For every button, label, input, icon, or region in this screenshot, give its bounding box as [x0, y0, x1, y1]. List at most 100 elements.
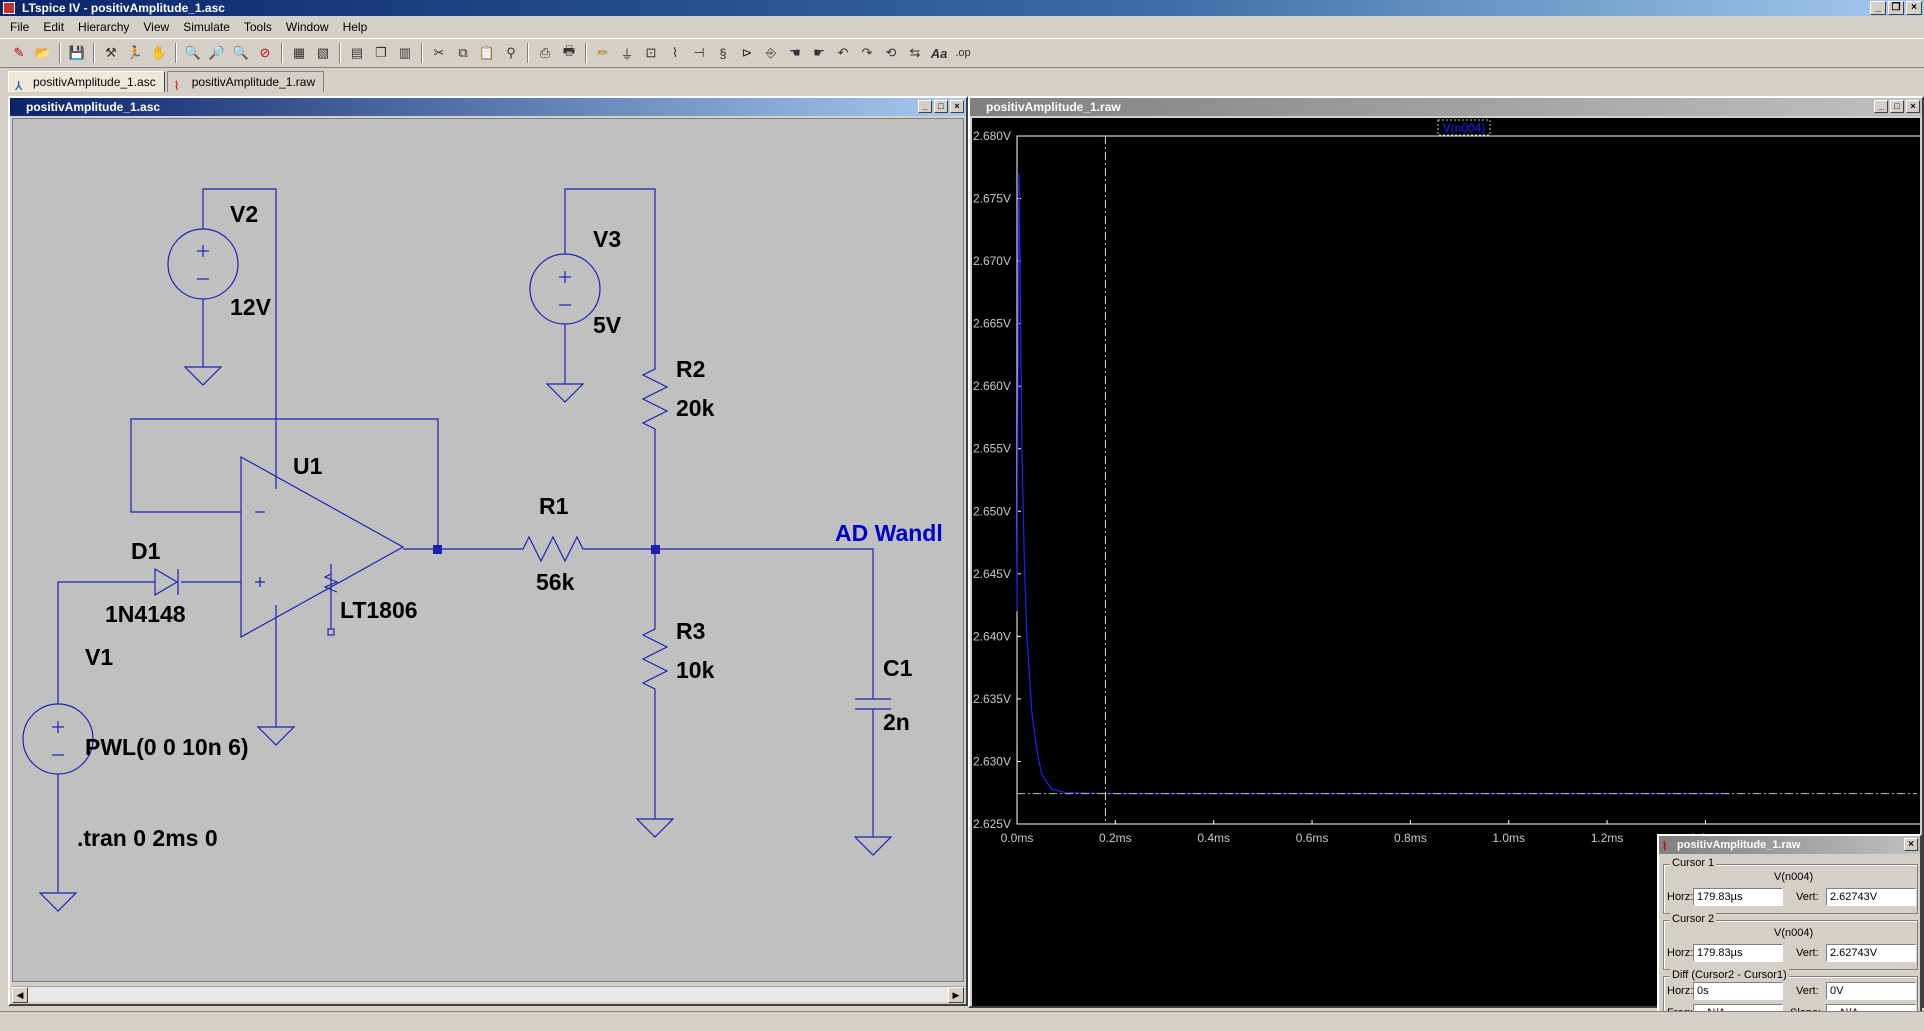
undo-icon[interactable]: ↶ [837, 45, 849, 60]
u1-name[interactable]: U1 [293, 453, 323, 479]
v3-name[interactable]: V3 [593, 226, 621, 252]
inductor-icon[interactable]: § [719, 45, 727, 61]
voltage-source-v3[interactable] [529, 253, 601, 325]
voltage-source-v2[interactable] [167, 228, 239, 300]
tile-horizontal-icon[interactable]: ▤ [350, 45, 364, 60]
autoscale-icon[interactable]: ▦ [292, 45, 306, 60]
v1-value[interactable]: PWL(0 0 10n 6) [85, 734, 249, 760]
zoom-out-icon[interactable]: 🔍 [232, 45, 250, 60]
close-button[interactable]: × [1906, 1, 1922, 15]
r2-value[interactable]: 20k [676, 395, 715, 421]
menu-hierarchy[interactable]: Hierarchy [78, 20, 130, 34]
waveform-close-button[interactable]: × [1906, 100, 1920, 113]
net-label-ad-wandl[interactable]: AD Wandl [835, 520, 943, 546]
waveform-maximize-button[interactable]: □ [1890, 100, 1904, 113]
copy-icon[interactable]: ⧉ [458, 45, 468, 60]
spice-directive-icon[interactable]: .op [955, 47, 971, 59]
c1-value[interactable]: 2n [883, 709, 910, 735]
schematic-window-titlebar[interactable]: positivAmplitude_1.asc _ □ × [10, 98, 966, 116]
resistor-r1[interactable] [513, 535, 655, 563]
tab-schematic[interactable]: ⅄ positivAmplitude_1.asc [8, 71, 165, 93]
r3-name[interactable]: R3 [676, 618, 705, 644]
menu-help[interactable]: Help [342, 20, 368, 34]
u1-value[interactable]: LT1806 [340, 597, 418, 623]
component-icon[interactable]: ⎆ [765, 45, 777, 60]
tab-waveform[interactable]: ⌇ positivAmplitude_1.raw [166, 71, 325, 93]
paste-icon[interactable]: 📋 [478, 45, 496, 60]
net-label-icon[interactable]: ⊡ [645, 45, 657, 60]
schematic-close-button[interactable]: × [950, 100, 964, 113]
v2-name[interactable]: V2 [230, 201, 258, 227]
minimize-button[interactable]: _ [1870, 1, 1886, 15]
trace-label[interactable]: V(n004) [1443, 121, 1486, 135]
open-folder-icon[interactable]: 📂 [34, 45, 52, 60]
cursor2-horz-field[interactable]: 179.83µs [1693, 944, 1783, 962]
c1-name[interactable]: C1 [883, 655, 913, 681]
scroll-left-icon[interactable]: ◀ [12, 987, 28, 1003]
text-icon[interactable]: Aa [930, 45, 948, 61]
menu-simulate[interactable]: Simulate [183, 20, 230, 34]
draw-wire-icon[interactable]: ✏ [597, 45, 609, 60]
menu-tools[interactable]: Tools [243, 20, 272, 34]
v1-name[interactable]: V1 [85, 644, 113, 670]
resistor-r3[interactable] [641, 549, 669, 819]
cursor-window-titlebar[interactable]: ⌇ positivAmplitude_1.raw × [1659, 836, 1920, 854]
r1-name[interactable]: R1 [539, 493, 569, 519]
waveform-minimize-button[interactable]: _ [1874, 100, 1888, 113]
cascade-icon[interactable]: ❐ [375, 45, 387, 60]
pan-icon[interactable]: 🔎 [208, 45, 226, 60]
schematic-canvas[interactable]: V2 12V V3 5V R2 20k U1 LT1806 R1 56k R3 … [12, 118, 964, 982]
waveform-window-titlebar[interactable]: positivAmplitude_1.raw _ □ × [970, 98, 1922, 116]
d1-value[interactable]: 1N4148 [105, 601, 186, 627]
halt-hand-icon[interactable]: ✋ [150, 45, 168, 60]
resistor-icon[interactable]: ⌇ [671, 45, 679, 60]
opamp-u1[interactable] [240, 455, 405, 639]
zoom-in-icon[interactable]: 🔍 [184, 45, 202, 60]
zoom-fit-icon[interactable]: ⊘ [259, 45, 271, 60]
schematic-maximize-button[interactable]: □ [934, 100, 948, 113]
r3-value[interactable]: 10k [676, 657, 715, 683]
scroll-right-icon[interactable]: ▶ [948, 987, 964, 1003]
diff-vert-field[interactable]: 0V [1826, 982, 1916, 1000]
v3-value[interactable]: 5V [593, 312, 622, 338]
drag-hand-icon[interactable]: ☛ [813, 45, 825, 60]
cursor2-vert-field[interactable]: 2.62743V [1826, 944, 1916, 962]
print-setup-icon[interactable]: ⎙ [539, 45, 551, 60]
mirror-icon[interactable]: ⇆ [909, 45, 921, 60]
capacitor-icon[interactable]: ⊣ [693, 45, 705, 60]
cursor1-vert-field[interactable]: 2.62743V [1826, 888, 1916, 906]
v2-value[interactable]: 12V [230, 294, 272, 320]
menu-edit[interactable]: Edit [43, 20, 65, 34]
diode-d1[interactable] [154, 567, 179, 597]
ground-icon[interactable]: ⏚ [620, 46, 634, 62]
tile-vertical-icon[interactable]: ▥ [398, 45, 412, 60]
rotate-icon[interactable]: ⟲ [885, 45, 897, 60]
print-icon[interactable]: 🖶 [562, 43, 576, 58]
control-panel-hammer-icon[interactable]: ⚒ [105, 45, 117, 60]
diode-icon[interactable]: ⊳ [741, 45, 753, 60]
voltage-source-v1[interactable] [22, 703, 94, 775]
find-binoculars-icon[interactable]: ⚲ [506, 45, 516, 60]
save-icon[interactable]: 💾 [68, 45, 86, 60]
ltspice-app-icon[interactable] [3, 2, 15, 14]
redo-icon[interactable]: ↷ [861, 45, 873, 60]
schematic-horizontal-scrollbar[interactable]: ◀ ▶ [12, 986, 964, 1003]
restore-button[interactable]: ❐ [1888, 1, 1904, 15]
cursor-window-close-button[interactable]: × [1904, 838, 1918, 851]
trace-line[interactable] [1016, 173, 1730, 795]
schematic-minimize-button[interactable]: _ [918, 100, 932, 113]
menu-view[interactable]: View [143, 20, 170, 34]
d1-name[interactable]: D1 [131, 538, 161, 564]
diff-horz-field[interactable]: 0s [1693, 982, 1783, 1000]
resistor-r2[interactable] [641, 359, 669, 549]
r1-value[interactable]: 56k [536, 569, 575, 595]
new-schematic-icon[interactable]: ✎ [13, 45, 25, 60]
r2-name[interactable]: R2 [676, 356, 705, 382]
menu-file[interactable]: File [10, 20, 30, 34]
cut-icon[interactable]: ✂ [433, 45, 445, 60]
delete-plot-icon[interactable]: ▧ [316, 45, 330, 60]
spice-directive[interactable]: .tran 0 2ms 0 [77, 825, 218, 851]
run-icon[interactable]: 🏃 [126, 45, 144, 60]
move-hand-icon[interactable]: ☚ [789, 45, 801, 60]
cursor1-horz-field[interactable]: 179.83µs [1693, 888, 1783, 906]
